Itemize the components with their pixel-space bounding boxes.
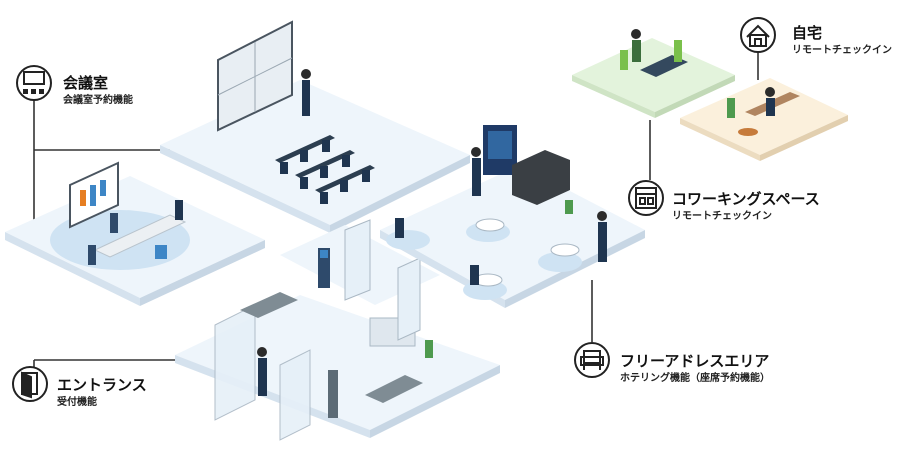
free-address-title: フリーアドレスエリア — [620, 352, 770, 370]
storefront-icon — [635, 187, 657, 209]
meeting-room-subtitle: 会議室予約機能 — [63, 95, 133, 106]
coworking-label: コワーキングスペース リモートチェックイン — [672, 190, 820, 223]
armchair-icon — [580, 350, 604, 370]
entrance-label: エントランス 受付機能 — [57, 376, 147, 409]
home-subtitle: リモートチェックイン — [792, 45, 892, 56]
meeting-room-icon — [23, 71, 45, 94]
home-floor — [680, 78, 848, 161]
coworking-floor — [572, 29, 735, 118]
icons — [12, 17, 776, 402]
home-title: 自宅 — [792, 24, 823, 42]
seminar-floor — [160, 20, 470, 233]
coworking-title: コワーキングスペース — [672, 190, 820, 208]
entrance-subtitle: 受付機能 — [57, 397, 97, 408]
meeting-room-label: 会議室 会議室予約機能 — [63, 74, 133, 107]
gate-floor — [280, 219, 440, 341]
door-icon — [21, 371, 38, 399]
home-label: 自宅 リモートチェックイン — [792, 24, 892, 57]
connector-lines — [33, 52, 759, 375]
free-address-subtitle: ホテリング機能（座席予約機能） — [620, 373, 770, 384]
entrance-floor — [175, 292, 500, 441]
coworking-subtitle: リモートチェックイン — [672, 211, 772, 222]
house-icon — [746, 24, 770, 47]
meeting-room-title: 会議室 — [63, 74, 109, 92]
free-address-label: フリーアドレスエリア ホテリング機能（座席予約機能） — [620, 352, 770, 385]
meeting-room-floor — [5, 161, 265, 306]
free-address-floor — [380, 125, 645, 308]
entrance-title: エントランス — [57, 376, 147, 394]
